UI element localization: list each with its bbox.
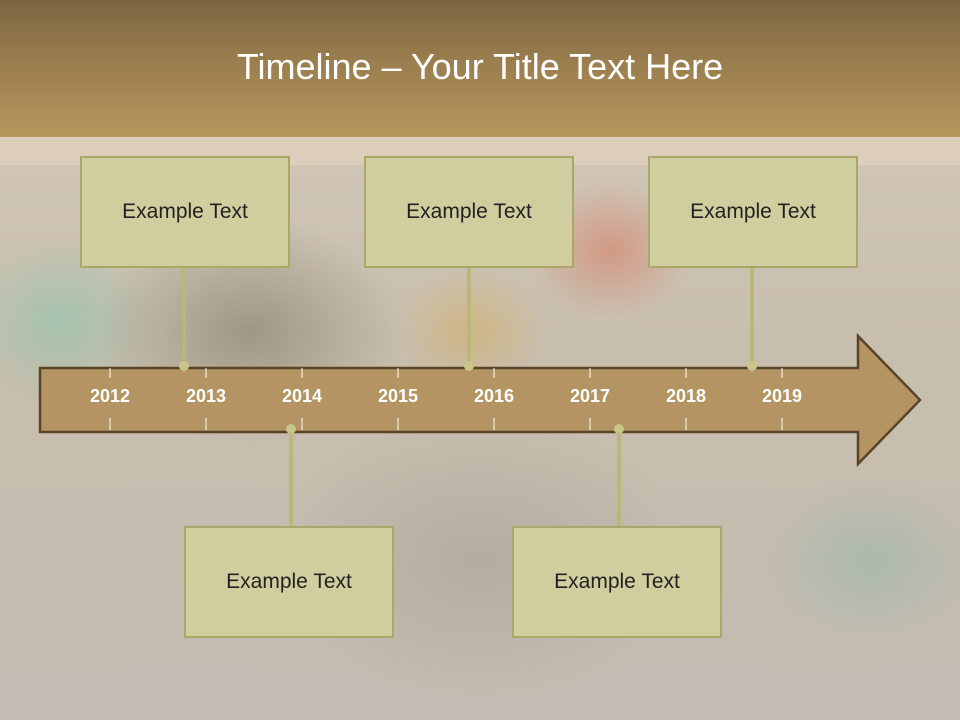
year-label-2012: 2012	[89, 386, 131, 406]
event-box-bottom-2: Example Text	[512, 526, 722, 638]
event-box-top-1: Example Text	[80, 156, 290, 268]
timeline-arrow-shape	[38, 332, 922, 468]
event-box-top-2: Example Text	[364, 156, 574, 268]
year-ticks	[109, 368, 783, 430]
event-marker	[747, 361, 757, 371]
year-label-2018: 2018	[665, 386, 707, 406]
event-marker	[286, 424, 296, 434]
event-connector	[617, 432, 621, 528]
event-marker	[179, 361, 189, 371]
year-label-2017: 2017	[569, 386, 611, 406]
event-connector	[750, 268, 754, 366]
year-label-2015: 2015	[377, 386, 419, 406]
event-box-top-3: Example Text	[648, 156, 858, 268]
event-connector	[289, 432, 293, 528]
title-bar	[0, 0, 960, 137]
event-connector	[467, 268, 471, 366]
event-box-bottom-1: Example Text	[184, 526, 394, 638]
year-label-2014: 2014	[281, 386, 323, 406]
event-connector	[182, 268, 186, 366]
event-marker	[464, 361, 474, 371]
year-label-2019: 2019	[761, 386, 803, 406]
event-marker	[614, 424, 624, 434]
year-label-2013: 2013	[185, 386, 227, 406]
slide-title: Timeline – Your Title Text Here	[236, 46, 724, 87]
year-label-2016: 2016	[473, 386, 515, 406]
